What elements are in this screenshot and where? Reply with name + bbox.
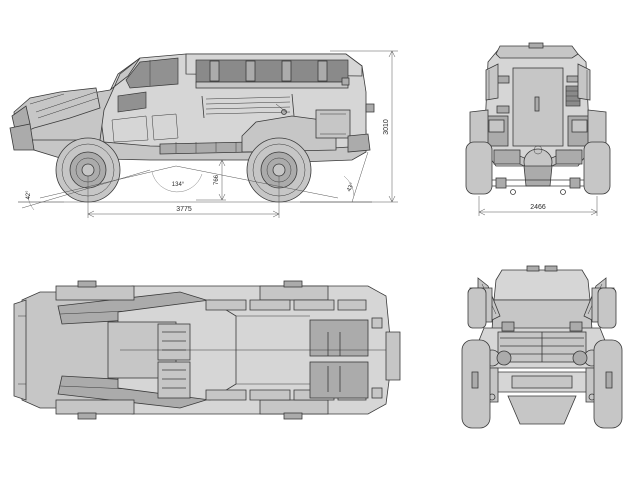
side-front-bumper: [9, 123, 35, 151]
rear-tow-hook: [495, 177, 507, 189]
dim-wheelbase: 3775: [176, 206, 192, 213]
top-rear-right-hatch: [259, 399, 329, 415]
rear-panel-latch: [496, 105, 510, 114]
side-rear-light: [365, 103, 375, 113]
front-skid-plate: [507, 395, 577, 425]
top-front-left-hatch: [55, 285, 135, 301]
rear-left-rail: [485, 63, 499, 101]
side-window-sill: [195, 81, 349, 89]
dim-ramp-clearance: 766: [214, 174, 220, 185]
front-roof-hatch: [544, 265, 558, 272]
rear-drive-shaft: [523, 165, 553, 187]
top-front-bumper: [13, 299, 27, 401]
rear-panel-latch: [496, 75, 510, 84]
dim-departure-angle: 42°: [26, 190, 32, 200]
side-fuel-cap: [281, 109, 287, 115]
rear-panel-latch: [566, 75, 579, 83]
side-view: 3010 3775 42° 43° 134° 766: [9, 50, 398, 218]
top-roof-segment: [249, 299, 291, 311]
top-rear-panel-upper: [309, 319, 369, 357]
front-view: [461, 265, 623, 429]
top-hatch-grab: [283, 280, 303, 288]
top-louvre-panel-upper: [157, 323, 191, 361]
dim-approach-ray: [351, 151, 369, 203]
front-licence-plate: [511, 375, 573, 389]
side-windshield: [125, 57, 179, 89]
front-left-wheel-top: [467, 287, 487, 329]
side-running-board: [159, 141, 253, 155]
top-rear-left-hatch: [259, 285, 329, 301]
top-louvre-panel-lower: [157, 361, 191, 399]
front-right-foglight: [572, 350, 588, 366]
top-roof-segment: [205, 299, 247, 311]
side-front-wheel: [55, 137, 121, 203]
top-view: [13, 280, 401, 420]
rear-tow-hook: [569, 177, 581, 189]
front-roof-hatch: [526, 265, 540, 272]
front-left-hub: [471, 371, 479, 389]
side-rear-stowage-box: [315, 109, 351, 139]
dim-overall-height: 3010: [383, 119, 390, 135]
front-left-marker-lamp: [501, 321, 515, 332]
top-roof-segment: [205, 389, 247, 401]
dim-ramp-angle: 134°: [172, 182, 185, 188]
front-left-foglight: [496, 350, 512, 366]
window-divider: [245, 60, 256, 82]
front-roof: [493, 269, 591, 301]
rear-door-handle: [534, 96, 540, 112]
rear-lamp: [488, 119, 505, 133]
dim-track-width: 2466: [530, 204, 546, 211]
top-front-right-hatch: [55, 399, 135, 415]
rear-roof-hatch: [528, 42, 544, 49]
top-corner-light: [371, 317, 383, 329]
front-right-wheel-top: [597, 287, 617, 329]
front-right-marker-lamp: [569, 321, 583, 332]
rear-view: 2466: [465, 42, 611, 216]
dim-departure-ray: [21, 169, 151, 209]
rear-right-wheel: [583, 141, 611, 195]
top-hatch-grab: [283, 412, 303, 420]
window-divider: [281, 60, 292, 82]
side-rear-bumper: [347, 133, 371, 153]
side-door-window: [117, 91, 147, 113]
side-window-latch: [341, 77, 350, 86]
top-roof-segment: [293, 299, 335, 311]
top-hatch-grab: [77, 412, 97, 420]
top-rear-panel-lower: [309, 361, 369, 399]
top-corner-light: [371, 387, 383, 399]
top-hatch-grab: [77, 280, 97, 288]
window-divider: [317, 60, 328, 82]
dim-ramp-ray-right: [175, 165, 339, 199]
rear-roof: [495, 45, 579, 59]
rear-left-wheel: [465, 141, 493, 195]
top-roof-segment: [337, 299, 367, 311]
window-divider: [209, 60, 220, 82]
front-right-hub: [605, 371, 613, 389]
rear-lamp: [571, 119, 588, 133]
top-rear-deck: [385, 331, 401, 381]
dim-approach-angle: 43°: [346, 182, 356, 193]
top-roof-segment: [249, 389, 291, 401]
rear-left-spring: [493, 149, 521, 165]
dim-ramp-ray-left: [39, 165, 177, 199]
rear-right-rail: [577, 63, 591, 101]
rear-right-spring: [555, 149, 583, 165]
side-rear-wheel: [246, 137, 312, 203]
